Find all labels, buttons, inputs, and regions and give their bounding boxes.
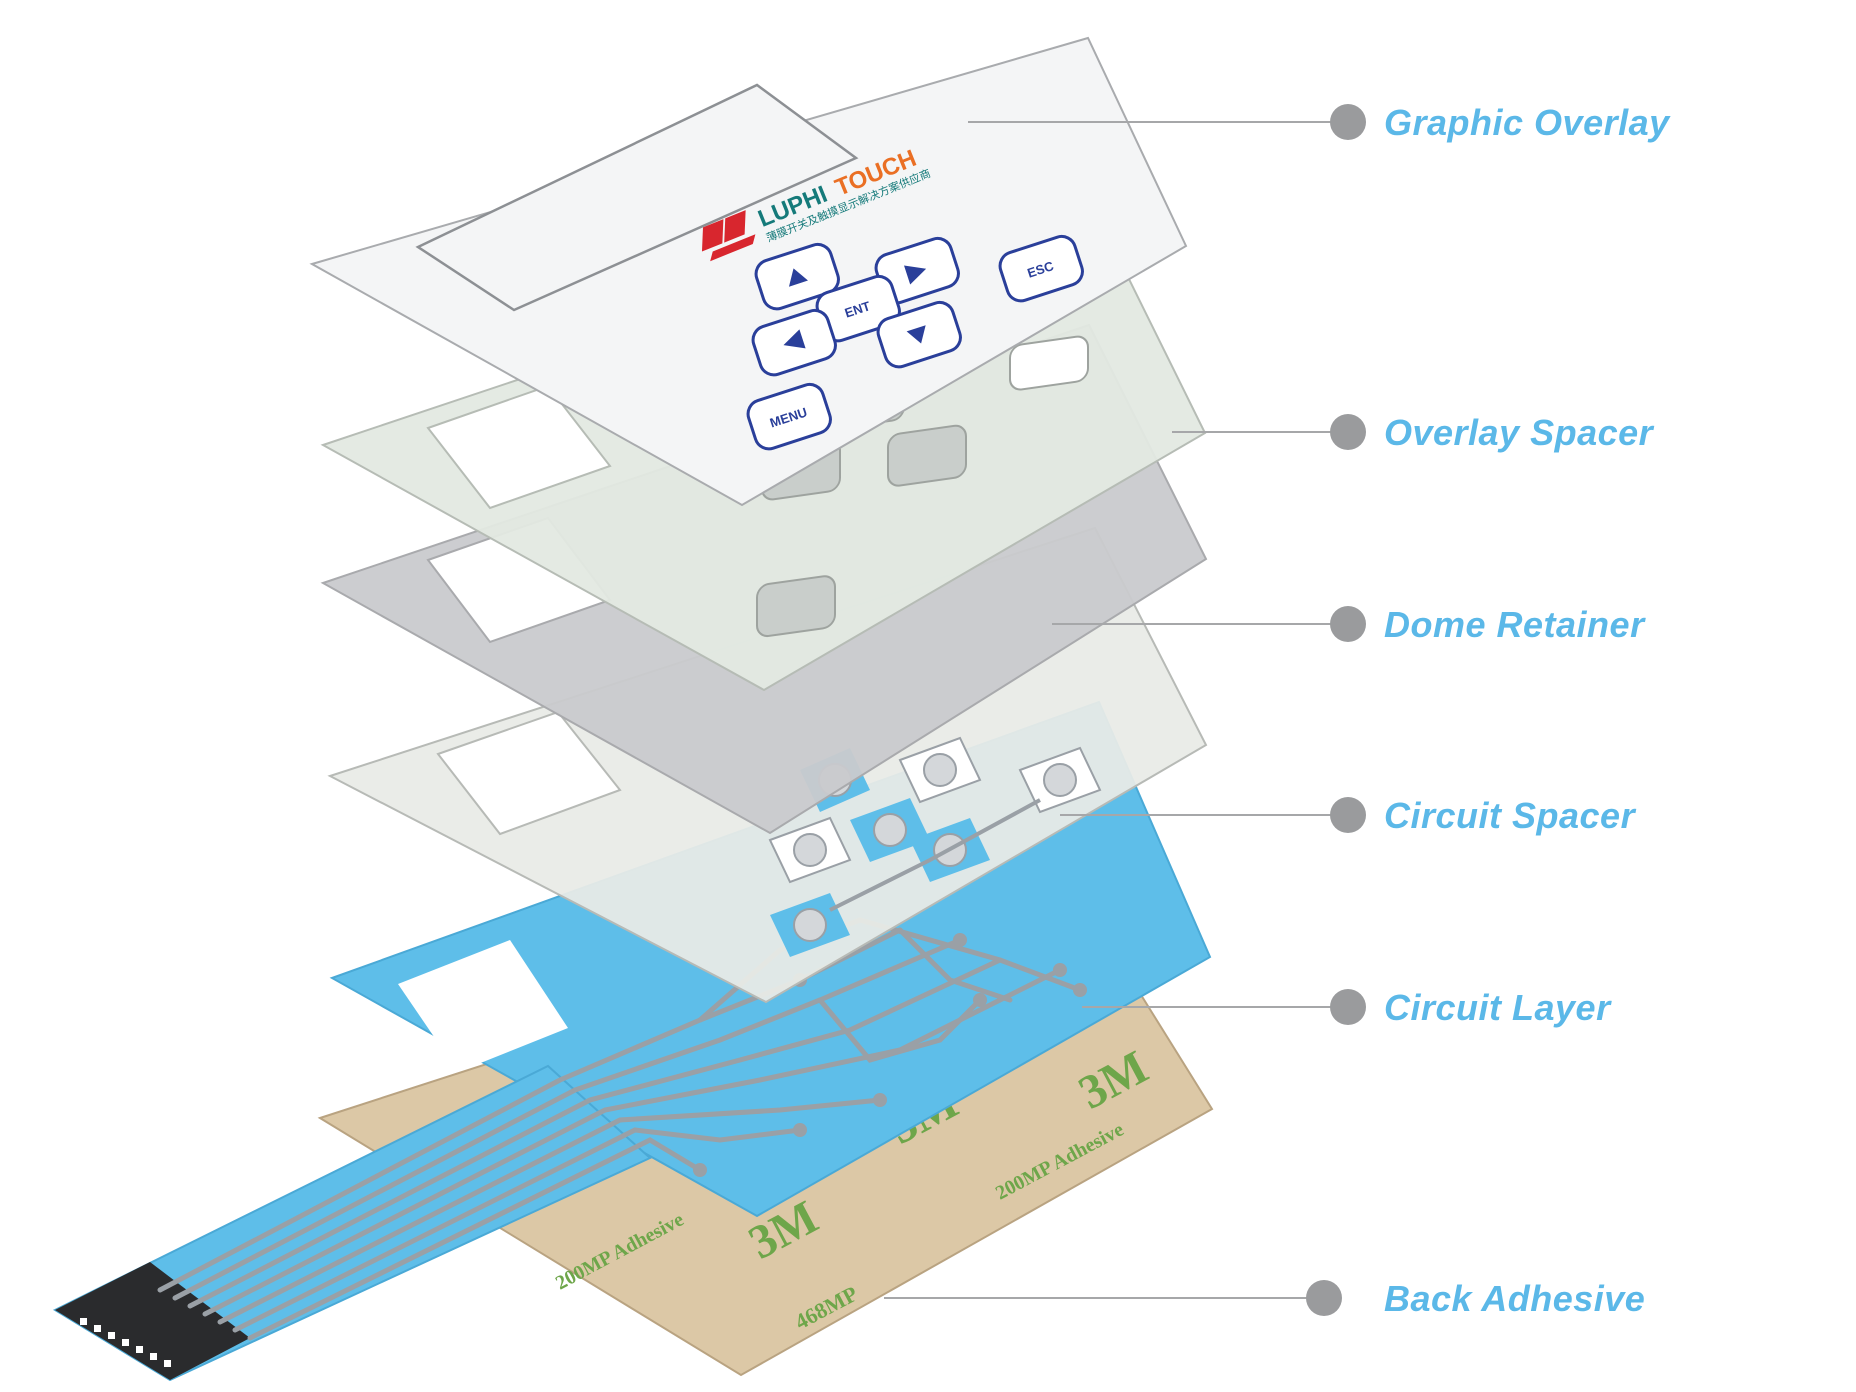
- label-graphic-overlay: Graphic Overlay: [1384, 102, 1671, 143]
- circuit-trace: [247, 1137, 703, 1341]
- callout-dot: [1306, 1280, 1342, 1316]
- circuit-spacer-display-window: [436, 710, 622, 836]
- connector-pin: [136, 1346, 143, 1353]
- key-cutout: [756, 575, 836, 638]
- contact-pad: [793, 1123, 807, 1137]
- label-circuit-spacer: Circuit Spacer: [1384, 795, 1637, 836]
- dome-well: [768, 816, 852, 884]
- circuit-trace: [232, 1127, 803, 1333]
- dome-well: [850, 798, 930, 862]
- callout-dot: [1330, 797, 1366, 833]
- label-circuit-layer: Circuit Layer: [1384, 987, 1612, 1028]
- circuit-trace: [217, 1097, 883, 1325]
- label-back-adhesive: Back Adhesive: [1384, 1278, 1645, 1319]
- contact-pad: [693, 1163, 707, 1177]
- callout-dome-retainer: Dome Retainer: [1052, 604, 1646, 645]
- connector-pin: [164, 1360, 171, 1367]
- dome-well: [898, 736, 982, 804]
- right-arrow-icon: [904, 265, 927, 285]
- connector-stiffener: [55, 1262, 250, 1380]
- overlay-spacer-display-window: [426, 384, 612, 510]
- key-cutout: [887, 424, 967, 487]
- connector-pin: [108, 1332, 115, 1339]
- down-key[interactable]: [874, 299, 964, 371]
- callout-overlay-spacer: Overlay Spacer: [1172, 412, 1655, 453]
- connector-pin: [122, 1339, 129, 1346]
- circuit-layer-display-window: [398, 940, 568, 1072]
- contact-pad: [873, 1093, 887, 1107]
- down-arrow-icon: [906, 325, 926, 344]
- circuit-trace: [897, 927, 1013, 1003]
- circuit-trace: [817, 997, 983, 1063]
- layer-callouts: Graphic Overlay Overlay Spacer Dome Reta…: [884, 102, 1671, 1319]
- callout-circuit-layer: Circuit Layer: [1082, 987, 1612, 1028]
- callout-back-adhesive: Back Adhesive: [884, 1278, 1645, 1319]
- circuit-trace: [187, 957, 1003, 1309]
- circuit-trace: [172, 937, 963, 1301]
- overlay-display-window: [415, 83, 859, 312]
- callout-dot: [1330, 104, 1366, 140]
- callout-dot: [1330, 414, 1366, 450]
- left-key[interactable]: [749, 307, 839, 379]
- left-arrow-icon: [783, 329, 806, 349]
- callout-dot: [1330, 606, 1366, 642]
- dome-well: [1018, 746, 1102, 814]
- connector-pins: [80, 1318, 171, 1367]
- label-overlay-spacer: Overlay Spacer: [1384, 412, 1655, 453]
- spacer-vent-channel: [829, 798, 1041, 912]
- contact-pad: [973, 993, 987, 1007]
- circuit-traces: [157, 917, 1083, 1341]
- connector-pin: [80, 1318, 87, 1325]
- up-arrow-icon: [788, 268, 808, 287]
- graphic-overlay-layer: LUPHI TOUCH 薄膜开关及触摸显示解决方案供应商 ENT ESC: [309, 36, 1188, 507]
- callout-graphic-overlay: Graphic Overlay: [968, 102, 1671, 143]
- up-key[interactable]: [752, 241, 842, 313]
- key-cutout: [1009, 335, 1089, 391]
- connector-pin: [94, 1325, 101, 1332]
- overlay-keypad: ENT ESC MENU: [744, 233, 1086, 453]
- callout-circuit-spacer: Circuit Spacer: [1060, 795, 1637, 836]
- callout-dot: [1330, 989, 1366, 1025]
- logo-mark-icon: [701, 210, 756, 262]
- contact-pad: [1073, 983, 1087, 997]
- esc-key[interactable]: ESC: [996, 233, 1086, 305]
- menu-key[interactable]: MENU: [744, 381, 834, 453]
- connector-pin: [150, 1353, 157, 1360]
- contact-pad: [1053, 963, 1067, 977]
- graphic-overlay-sheet: [309, 36, 1188, 507]
- contact-pad: [953, 933, 967, 947]
- label-dome-retainer: Dome Retainer: [1384, 604, 1646, 645]
